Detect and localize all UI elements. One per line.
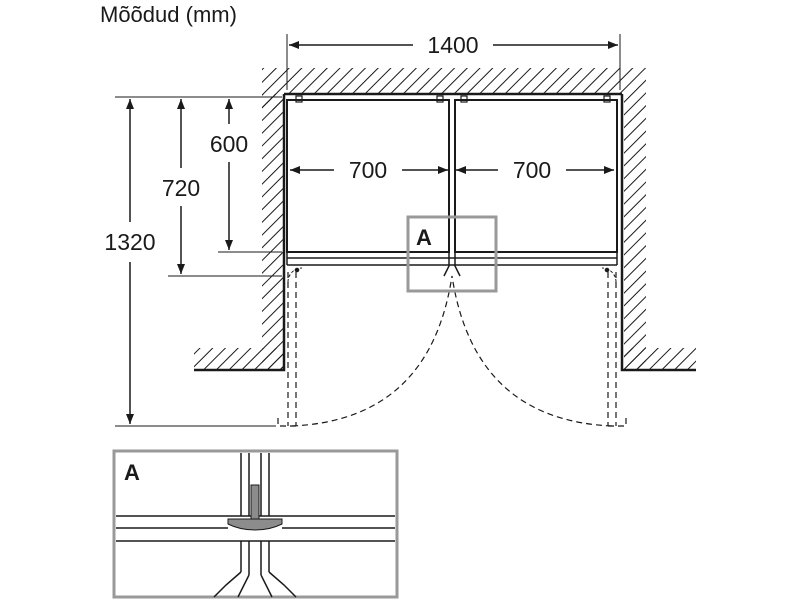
inset-handle-stem [250, 484, 260, 522]
dim-label-700-right: 700 [513, 157, 551, 183]
wall-outline-right [620, 94, 696, 372]
dim-right-width: 700 [456, 157, 614, 183]
wall-hatch-top [262, 68, 646, 110]
inset-door-left-inner-bevel [237, 574, 250, 598]
door-gap-left [443, 252, 450, 277]
detail-inset-label: A [124, 460, 140, 485]
door-left-swing-arc [291, 275, 453, 427]
wall-hatch-floor-left [194, 348, 284, 370]
door-hinge-tl [295, 95, 303, 103]
wall-outline-left [194, 94, 286, 372]
dim-label-1400: 1400 [427, 32, 478, 58]
detail-inset: A [112, 449, 399, 599]
hinge-arc-left [287, 267, 303, 283]
door-left-open-cap [277, 418, 298, 427]
inset-handle-foot [227, 518, 283, 531]
dim-label-700-left: 700 [349, 157, 387, 183]
detail-callout: A [406, 215, 498, 293]
dim-left-width: 700 [290, 157, 448, 183]
inset-door-left-bevel [213, 571, 242, 598]
detail-callout-box [406, 215, 498, 293]
door-gap-right [454, 252, 461, 277]
detail-callout-label: A [416, 225, 432, 250]
dim-total-width: 1400 [286, 32, 621, 90]
dim-label-1320: 1320 [104, 229, 155, 255]
door-right-open-cap [606, 418, 627, 427]
wall-hatch-right [624, 94, 646, 370]
diagram-title: Mõõdud (mm) [100, 2, 237, 27]
wall-niche [194, 68, 696, 372]
door-hinge-tm1 [436, 95, 444, 103]
inset-handle [227, 484, 283, 531]
inset-door-right-inner-bevel [260, 574, 273, 598]
door-hinge-tr [603, 95, 611, 103]
fridge-right-compartment [454, 99, 618, 253]
door-hinge-tm2 [460, 95, 468, 103]
wall-hatch-left [262, 94, 284, 370]
fridge-left-compartment [286, 99, 450, 253]
hinge-arc-right [601, 267, 617, 283]
dim-verticals [115, 96, 282, 427]
wall-hatch-floor-right [624, 348, 696, 370]
fridge-body [286, 95, 618, 283]
door-swing [277, 272, 627, 427]
inset-door-right-bevel [268, 571, 297, 598]
door-right-swing-arc [451, 275, 613, 427]
dim-label-600: 600 [210, 131, 248, 157]
dim-label-720: 720 [162, 175, 200, 201]
